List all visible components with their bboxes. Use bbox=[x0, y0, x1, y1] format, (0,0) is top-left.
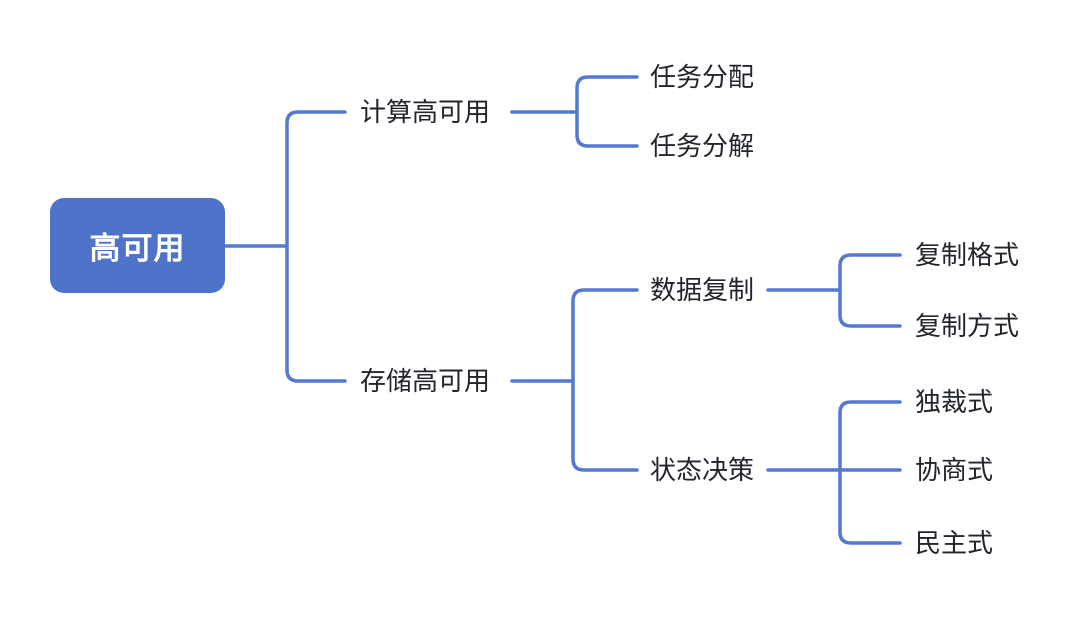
connector-storage-bracket bbox=[571, 288, 639, 472]
node-state-decision[interactable]: 状态决策 bbox=[650, 455, 755, 485]
node-storage-high-availability[interactable]: 存储高可用 bbox=[360, 366, 491, 396]
node-dictatorial-style[interactable]: 独裁式 bbox=[915, 387, 994, 417]
connector-data-replication-bracket bbox=[838, 253, 902, 328]
node-data-replication[interactable]: 数据复制 bbox=[650, 275, 755, 305]
node-replication-format[interactable]: 复制格式 bbox=[915, 240, 1020, 270]
connector-compute-bracket bbox=[575, 75, 639, 148]
node-root-high-availability[interactable]: 高可用 bbox=[50, 198, 225, 293]
node-democratic-style[interactable]: 民主式 bbox=[915, 528, 994, 558]
connector-main-bracket bbox=[285, 110, 347, 383]
node-replication-method[interactable]: 复制方式 bbox=[915, 311, 1020, 341]
node-negotiation-style[interactable]: 协商式 bbox=[915, 455, 994, 485]
node-compute-high-availability[interactable]: 计算高可用 bbox=[360, 97, 491, 127]
node-task-decomposition[interactable]: 任务分解 bbox=[650, 131, 755, 161]
node-task-allocation[interactable]: 任务分配 bbox=[650, 62, 755, 92]
connector-state-decision-bracket bbox=[838, 400, 902, 545]
